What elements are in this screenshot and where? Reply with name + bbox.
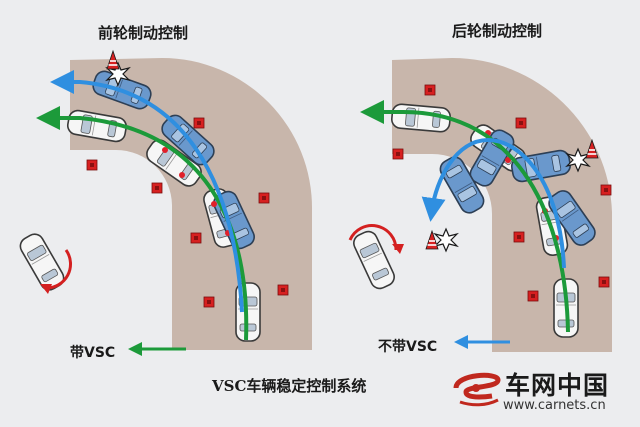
arrow-left-icon	[454, 335, 510, 349]
right-road-curve	[392, 57, 612, 352]
rotation-arrow-icon	[40, 224, 404, 294]
right-trajectories	[360, 100, 570, 333]
right-panel-title: 后轮制动控制	[452, 22, 543, 40]
brand-url: www.carnets.cn	[503, 398, 606, 413]
carnets-logo	[453, 372, 501, 407]
left-trajectories	[36, 70, 249, 341]
left-panel-title: 前轮制动控制	[98, 24, 189, 42]
collision-star-icon	[434, 228, 458, 252]
brand-name: 车网中国	[505, 371, 610, 400]
legend-with-vsc: 带VSC	[70, 345, 116, 361]
diagram-caption: VSC车辆稳定控制系统	[212, 377, 367, 395]
legend-without-vsc: 不带VSC	[378, 339, 438, 355]
left-road-curve	[70, 58, 313, 350]
arrow-left-icon	[128, 342, 186, 356]
